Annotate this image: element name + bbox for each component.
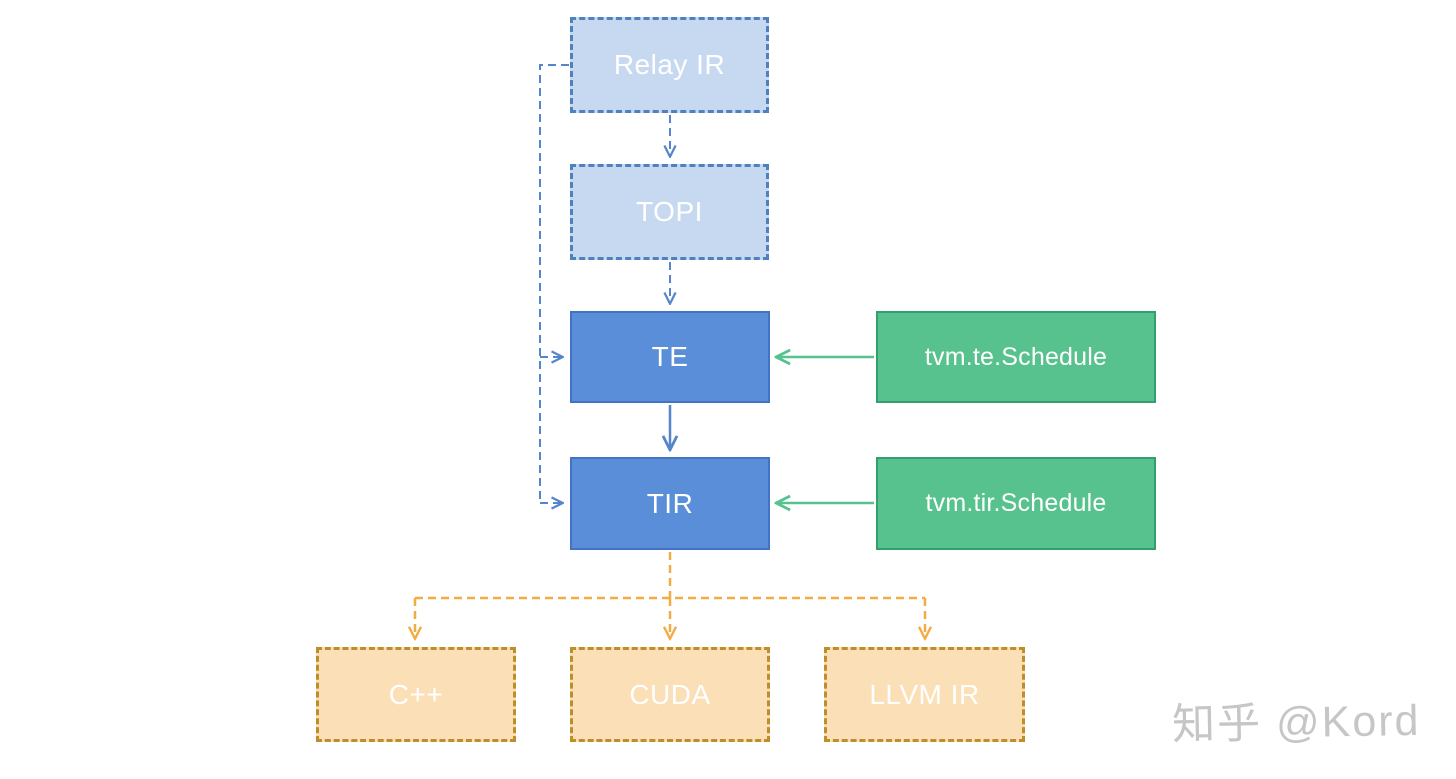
node-cuda: CUDA	[570, 647, 770, 742]
node-topi: TOPI	[570, 164, 769, 260]
node-cpp-label: C++	[388, 678, 444, 710]
node-tvm-te-schedule-label: tvm.te.Schedule	[924, 342, 1108, 371]
node-te: TE	[570, 311, 770, 403]
node-cuda-label: CUDA	[629, 678, 711, 710]
node-relay-ir-label: Relay IR	[613, 49, 726, 80]
node-topi-label: TOPI	[636, 196, 703, 227]
node-tvm-tir-schedule-label: tvm.tir.Schedule	[925, 489, 1107, 517]
node-tvm-te-schedule: tvm.te.Schedule	[876, 311, 1156, 403]
watermark: 知乎 @Kord	[1171, 696, 1421, 750]
node-tvm-tir-schedule: tvm.tir.Schedule	[876, 457, 1156, 550]
node-llvm-ir: LLVM IR	[824, 647, 1025, 742]
node-relay-ir: Relay IR	[570, 17, 769, 113]
node-cpp: C++	[316, 647, 516, 742]
node-tir-label: TIR	[646, 487, 694, 519]
edge-side-spine	[539, 64, 569, 503]
node-tir: TIR	[570, 457, 770, 550]
node-llvm-ir-label: LLVM IR	[869, 678, 980, 710]
node-te-label: TE	[651, 341, 689, 372]
